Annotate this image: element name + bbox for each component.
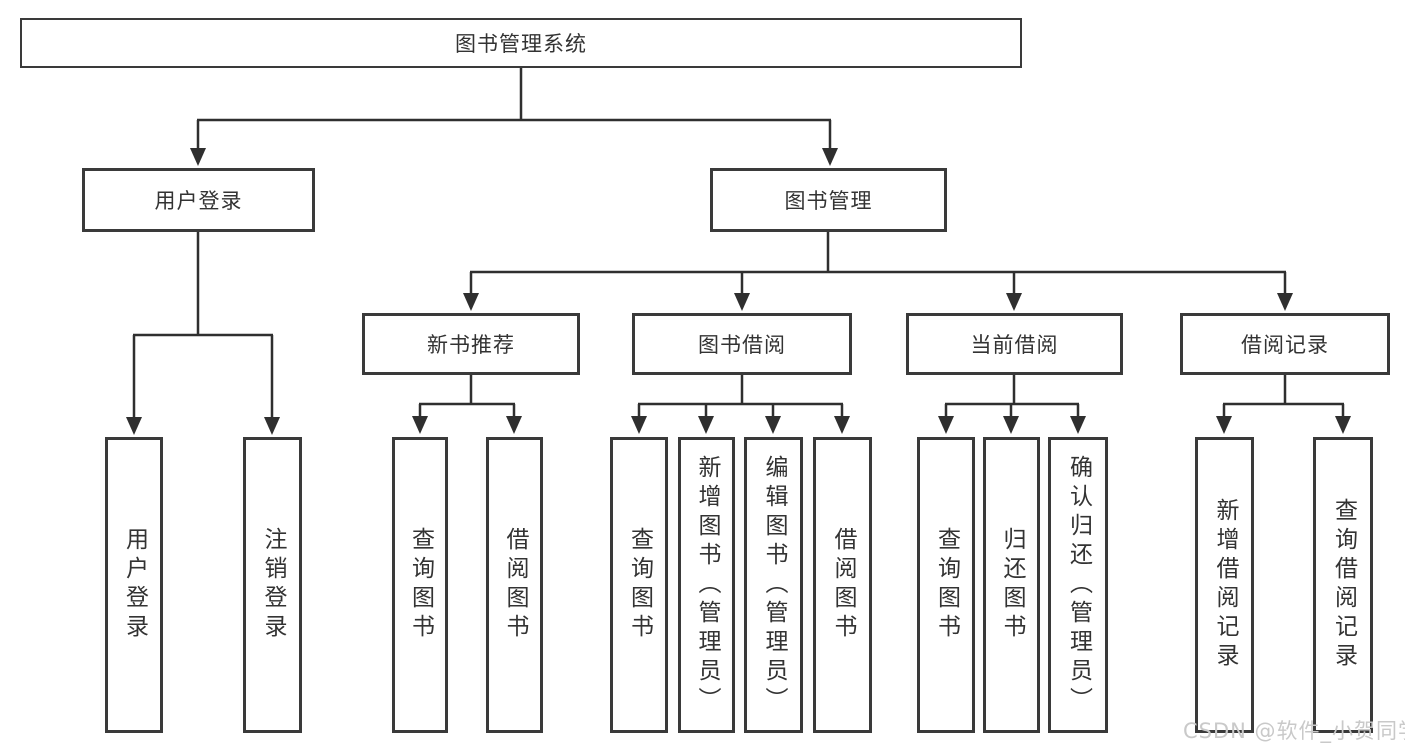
leaf-borrow-books-recommend-label: 借阅图书	[502, 527, 528, 643]
leaf-edit-books-admin: 编辑图书（管理员）	[744, 437, 803, 733]
leaf-confirm-return-admin-label: 确认归还（管理员）	[1065, 454, 1092, 716]
leaf-add-borrow-record: 新增借阅记录	[1195, 437, 1254, 733]
node-user-login: 用户登录	[82, 168, 315, 232]
node-current-borrowing-label: 当前借阅	[970, 333, 1059, 357]
leaf-user-login: 用户登录	[105, 437, 163, 733]
node-book-management-label: 图书管理	[784, 189, 873, 213]
node-book-borrowing-label: 图书借阅	[698, 333, 786, 357]
node-borrowing-records: 借阅记录	[1180, 313, 1390, 375]
node-current-borrowing: 当前借阅	[906, 313, 1123, 375]
leaf-query-books-borrowing: 查询图书	[610, 437, 668, 733]
leaf-borrow-books-borrowing: 借阅图书	[813, 437, 872, 733]
leaf-return-books-label: 归还图书	[999, 527, 1025, 643]
edges-root	[190, 68, 838, 166]
leaf-borrow-books-borrowing-label: 借阅图书	[830, 527, 856, 643]
leaf-query-books-current: 查询图书	[917, 437, 975, 733]
leaf-query-books-borrowing-label: 查询图书	[626, 527, 653, 643]
node-user-login-label: 用户登录	[154, 189, 243, 213]
leaf-user-login-label: 用户登录	[121, 527, 148, 643]
leaf-add-books-admin-label: 新增图书（管理员）	[694, 454, 720, 716]
leaf-add-books-admin: 新增图书（管理员）	[678, 437, 735, 733]
leaf-query-books-recommend: 查询图书	[392, 437, 448, 733]
edges-current-borrowing	[938, 375, 1086, 434]
leaf-add-borrow-record-label: 新增借阅记录	[1212, 498, 1238, 672]
leaf-query-books-current-label: 查询图书	[933, 527, 960, 643]
node-new-book-recommendation: 新书推荐	[362, 313, 580, 375]
leaf-query-borrow-record: 查询借阅记录	[1313, 437, 1373, 733]
leaf-return-books: 归还图书	[983, 437, 1040, 733]
leaf-query-books-recommend-label: 查询图书	[407, 527, 434, 643]
node-new-book-recommendation-label: 新书推荐	[427, 333, 515, 357]
csdn-watermark: CSDN @软件_小贺同学	[1183, 719, 1405, 743]
leaf-query-borrow-record-label: 查询借阅记录	[1330, 498, 1357, 672]
edges-borrowing-records	[1216, 375, 1351, 434]
leaf-borrow-books-recommend: 借阅图书	[486, 437, 543, 733]
node-book-management: 图书管理	[710, 168, 947, 232]
leaf-logout-label: 注销登录	[260, 527, 286, 643]
leaf-confirm-return-admin: 确认归还（管理员）	[1048, 437, 1108, 733]
leaf-edit-books-admin-label: 编辑图书（管理员）	[761, 454, 787, 716]
node-library-management-system: 图书管理系统	[20, 18, 1022, 68]
node-library-management-system-label: 图书管理系统	[455, 32, 587, 56]
node-borrowing-records-label: 借阅记录	[1241, 333, 1329, 357]
edges-new-book-recommendation	[412, 375, 522, 434]
edges-user-login	[126, 232, 280, 435]
edges-book-borrowing	[631, 375, 850, 434]
leaf-logout: 注销登录	[243, 437, 302, 733]
node-book-borrowing: 图书借阅	[632, 313, 852, 375]
edges-book-management	[463, 232, 1293, 311]
